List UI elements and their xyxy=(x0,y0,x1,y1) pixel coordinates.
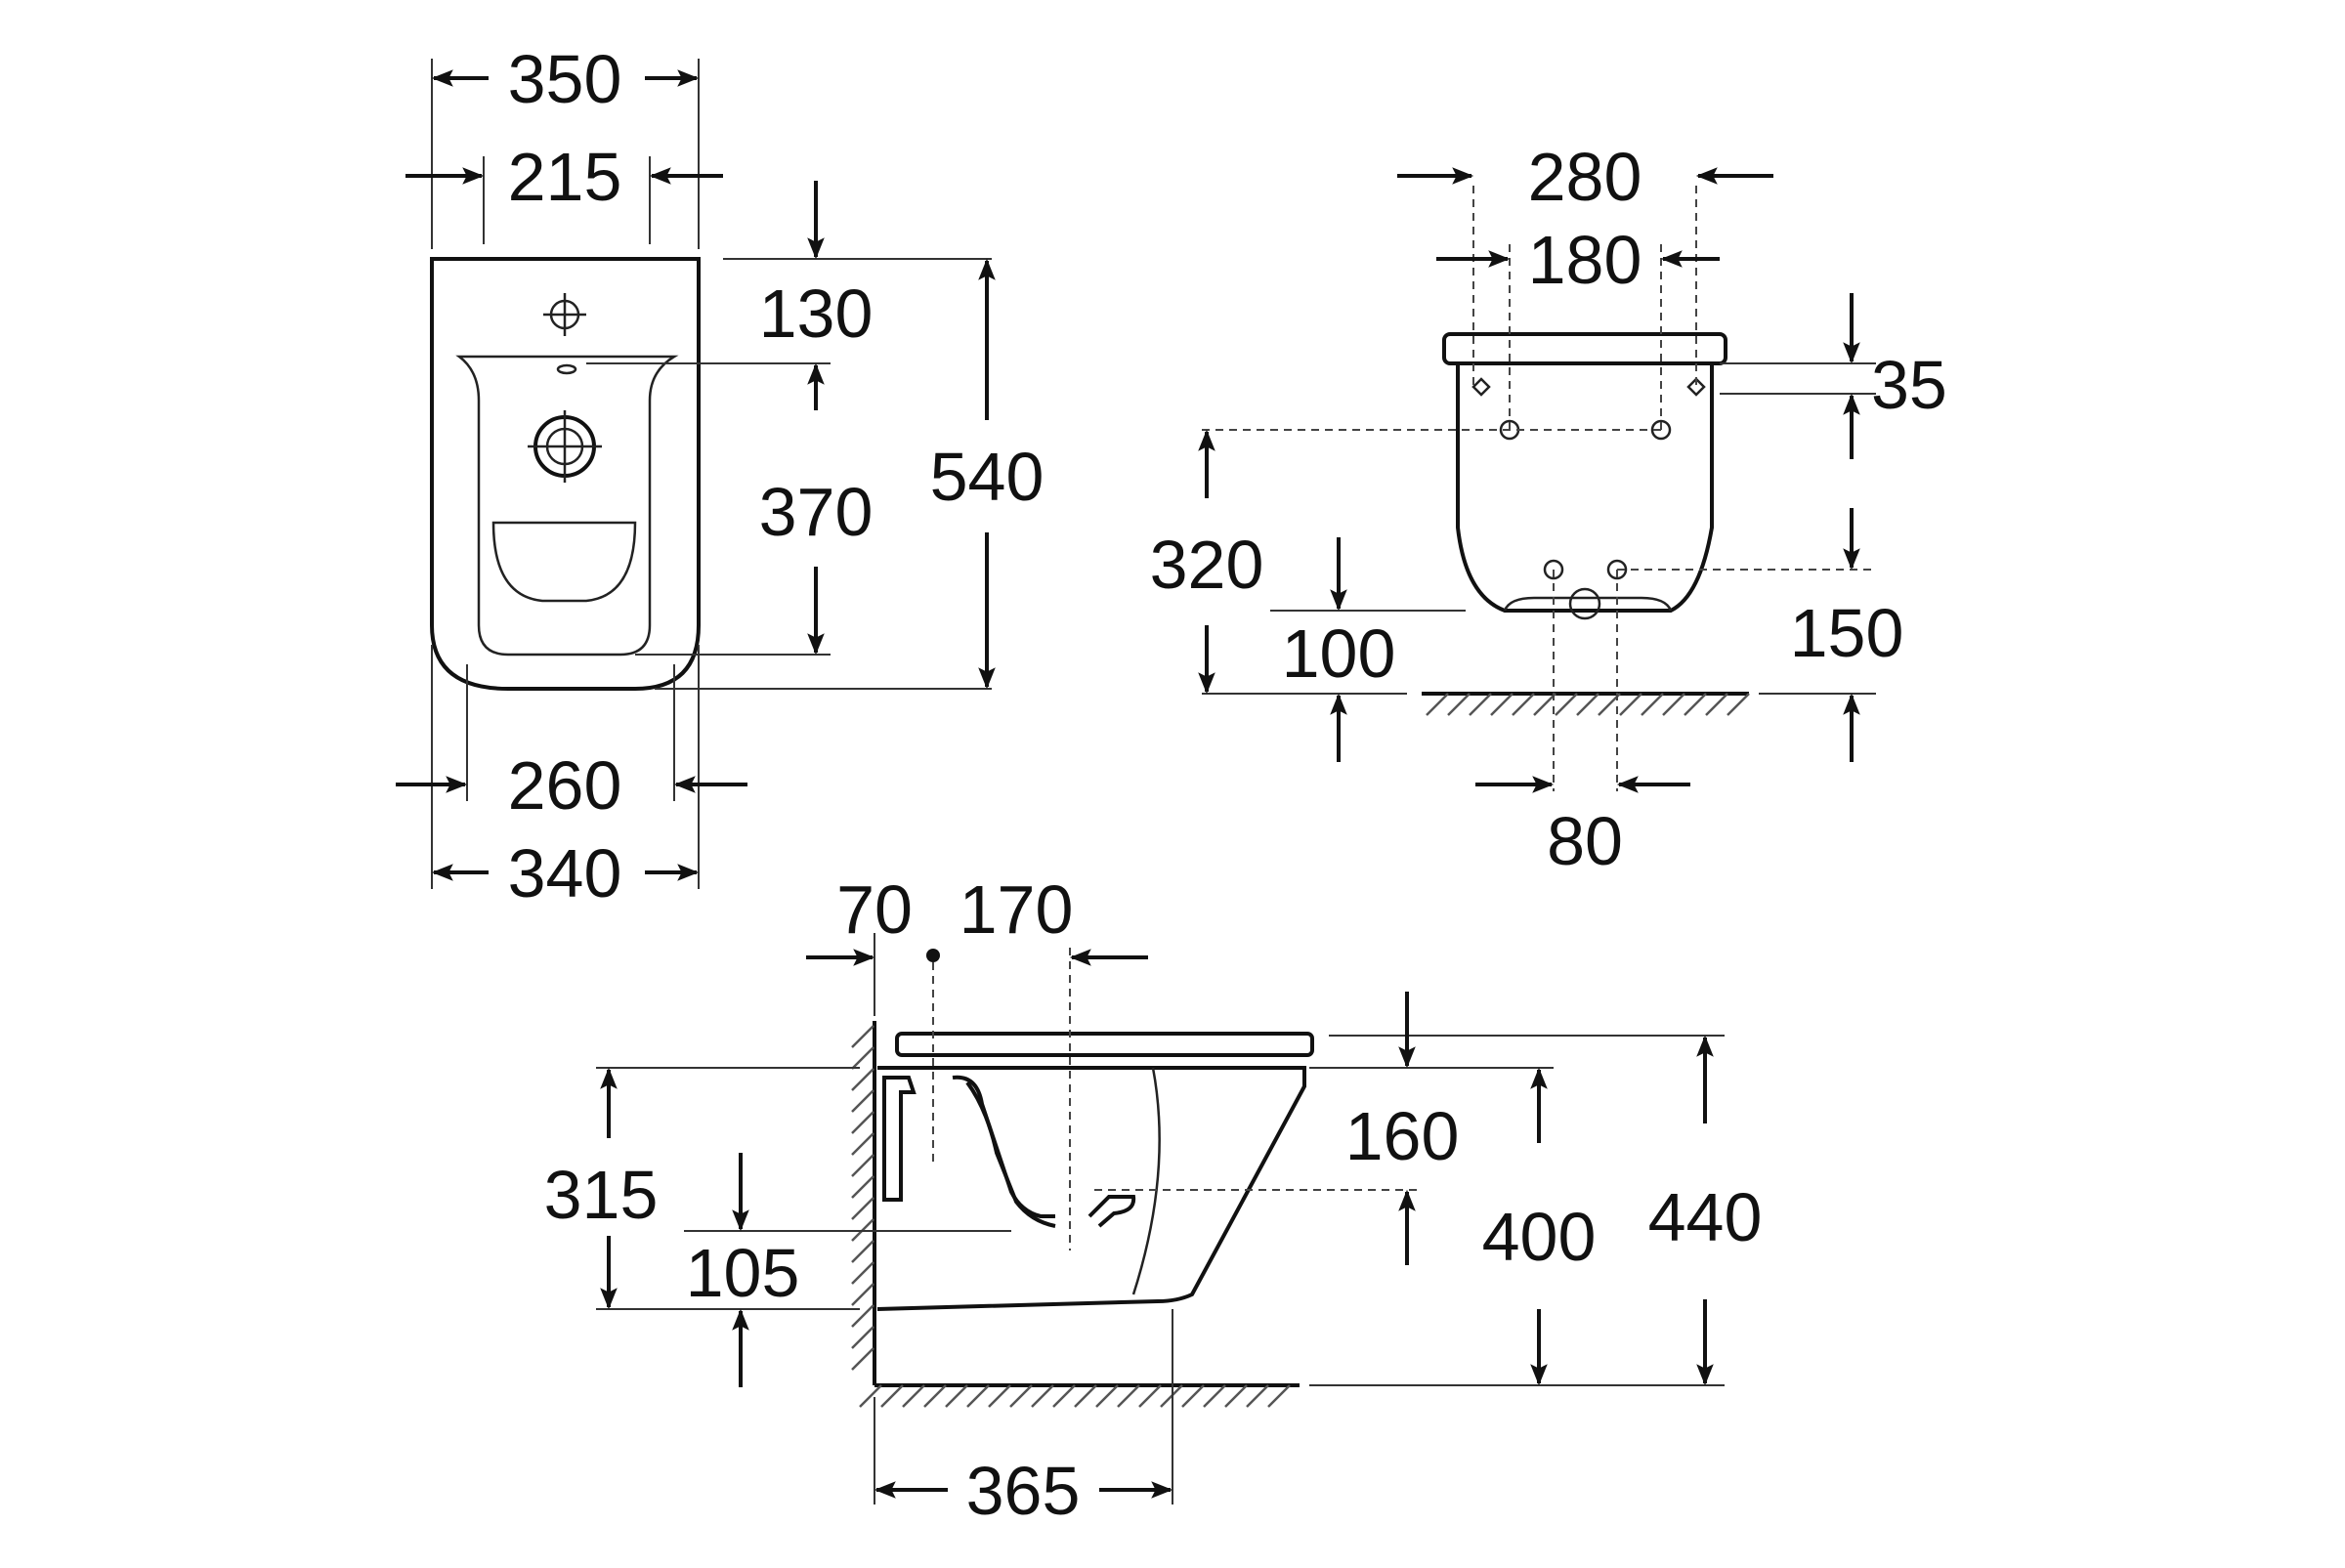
hatch-line xyxy=(1447,693,1471,716)
hatch-line xyxy=(1181,1384,1205,1408)
dim-bowl-length: 370 xyxy=(759,474,874,550)
dim-rim-height: 400 xyxy=(1482,1199,1597,1275)
dim-bottom-inner: 260 xyxy=(508,747,622,824)
hatch-line xyxy=(859,1384,882,1408)
dim-tap-offset: 130 xyxy=(759,275,874,352)
top-view: 350 215 130 370 540 260 340 xyxy=(396,41,1044,911)
hatch-line xyxy=(851,1175,874,1199)
hatch-line xyxy=(851,1068,874,1091)
dim-rim-offset: 35 xyxy=(1871,347,1947,423)
dim-supply-spacing: 80 xyxy=(1547,803,1623,879)
back-view-rim xyxy=(1442,332,1727,365)
tap-point-icon xyxy=(926,949,940,962)
dim-waste-height-side: 105 xyxy=(686,1235,800,1311)
hatch-line xyxy=(851,1326,874,1349)
hatch-line xyxy=(1641,693,1664,716)
hatch-line xyxy=(1031,1384,1054,1408)
hatch-line xyxy=(851,1304,874,1328)
hatch-line xyxy=(851,1154,874,1177)
dim-fixing-height-side: 315 xyxy=(544,1157,659,1233)
waste-outlet-icon xyxy=(1568,587,1601,620)
hatch-line xyxy=(1426,693,1449,716)
dim-width-overall: 350 xyxy=(508,41,622,117)
hatch-line xyxy=(880,1384,904,1408)
back-view-body xyxy=(1456,363,1714,613)
hatch-line xyxy=(1512,693,1535,716)
hatch-line xyxy=(1224,1384,1248,1408)
hatch-line xyxy=(851,1025,874,1048)
hatch-line xyxy=(1533,693,1556,716)
top-view-bowl xyxy=(455,355,679,657)
dim-width-inner: 215 xyxy=(508,139,622,215)
hatch-line xyxy=(902,1384,925,1408)
hatch-line xyxy=(923,1384,947,1408)
hatch-line xyxy=(1619,693,1642,716)
hatch-line xyxy=(1052,1384,1076,1408)
dim-fixing-outer: 280 xyxy=(1528,139,1642,215)
hatch-line xyxy=(851,1197,874,1220)
hatch-line xyxy=(1490,693,1514,716)
dim-fixing-inner: 180 xyxy=(1528,222,1642,298)
supply-hole-icon xyxy=(1606,559,1628,580)
dim-projection: 365 xyxy=(966,1453,1081,1529)
hatch-line xyxy=(945,1384,968,1408)
dim-tap-center: 170 xyxy=(959,871,1074,948)
dim-length-overall: 540 xyxy=(930,439,1045,515)
hatch-line xyxy=(1469,693,1492,716)
hatch-line xyxy=(1009,1384,1033,1408)
supply-hole-icon xyxy=(1543,559,1564,580)
side-view: 70 170 315 105 160 400 440 365 xyxy=(544,871,1763,1529)
hatch-line xyxy=(851,1111,874,1134)
hatch-line xyxy=(966,1384,990,1408)
hatch-line xyxy=(1267,1384,1291,1408)
hatch-line xyxy=(851,1283,874,1306)
dim-waste-height: 100 xyxy=(1282,615,1396,692)
hatch-line xyxy=(851,1240,874,1263)
side-view-body xyxy=(876,1066,1306,1311)
hatch-line xyxy=(1684,693,1707,716)
dim-fixing-height: 320 xyxy=(1150,527,1264,603)
side-view-seat xyxy=(895,1032,1314,1057)
hatch-line xyxy=(1203,1384,1226,1408)
hatch-line xyxy=(1074,1384,1097,1408)
dim-bottom-overall: 340 xyxy=(508,835,622,911)
back-view: 280 180 35 150 320 100 80 xyxy=(1150,139,1947,879)
hatch-line xyxy=(988,1384,1011,1408)
hatch-line xyxy=(1138,1384,1162,1408)
top-view-outline xyxy=(430,257,701,691)
dim-seat-height: 440 xyxy=(1648,1179,1763,1255)
hatch-line xyxy=(851,1046,874,1070)
hatch-line xyxy=(1705,693,1728,716)
hatch-line xyxy=(851,1261,874,1285)
dim-wall-offset: 70 xyxy=(836,871,913,948)
hatch-line xyxy=(1555,693,1578,716)
hatch-line xyxy=(1662,693,1685,716)
hatch-line xyxy=(851,1089,874,1113)
hatch-line xyxy=(1246,1384,1269,1408)
hatch-line xyxy=(1117,1384,1140,1408)
hatch-line xyxy=(1576,693,1599,716)
dim-supply-height: 150 xyxy=(1790,595,1904,671)
hatch-line xyxy=(851,1347,874,1371)
hatch-line xyxy=(1727,693,1750,716)
hatch-line xyxy=(851,1132,874,1156)
dim-rim-to-outlet: 160 xyxy=(1345,1098,1460,1174)
fixing-hole-icon xyxy=(1650,419,1672,441)
hatch-line xyxy=(1095,1384,1119,1408)
